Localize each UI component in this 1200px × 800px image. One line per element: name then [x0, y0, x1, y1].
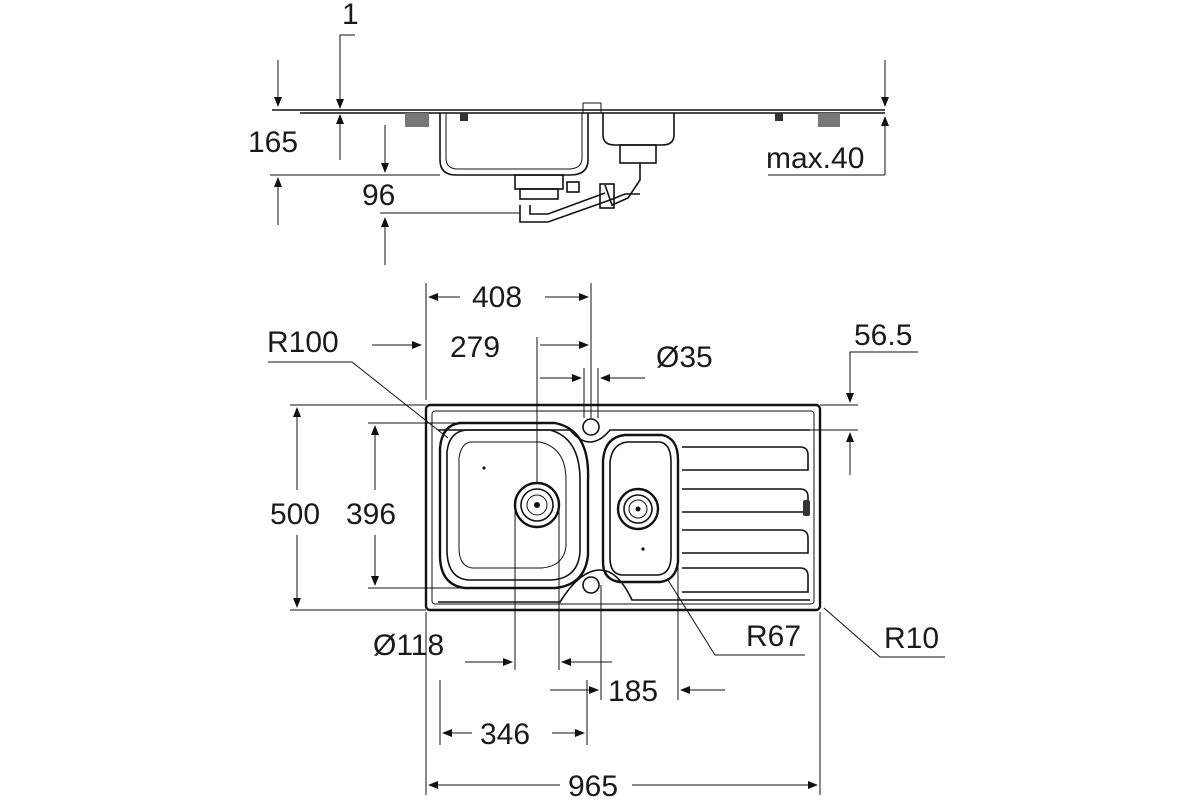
label-tap-offset: 56.5: [854, 319, 912, 352]
drainer-groove-4: [682, 567, 809, 593]
small-bowl-inner: [609, 441, 672, 576]
large-waste-body: [519, 188, 559, 200]
label-overall-width: 965: [568, 770, 618, 800]
label-outer-radius: R10: [884, 622, 939, 655]
small-bowl: [601, 433, 680, 584]
label-depth: 165: [248, 126, 298, 159]
large-bowl-floor: [458, 441, 567, 569]
pipe-coupling: [599, 183, 615, 209]
rim-top: [438, 429, 810, 443]
side-small-bowl: [602, 113, 675, 146]
label-small-bowl-radius: R67: [746, 620, 801, 653]
leader-sheet-thickness: [339, 34, 355, 95]
drainer-groove-1: [682, 446, 809, 471]
connector-pipe: [604, 163, 641, 207]
large-waste: [514, 174, 564, 190]
label-overall-depth: 500: [270, 498, 320, 531]
clip-bracket: [460, 113, 468, 121]
countertop-clip-left: [405, 113, 429, 127]
label-width-to-tap: 408: [472, 281, 522, 314]
drainer-groove-2: [682, 488, 809, 513]
countertop-clip-right: [818, 113, 840, 127]
drainer-stop: [803, 500, 810, 516]
overflow-hole: [582, 576, 600, 594]
leader-r100: [268, 361, 449, 439]
small-bowl-waste: [616, 487, 660, 531]
leader-r67: [667, 579, 805, 656]
overflow-coupling: [566, 181, 580, 193]
side-view: 1 165 96 max.40: [248, 0, 889, 265]
rim-bottom: [438, 569, 810, 603]
drain-pipe: [519, 193, 640, 223]
side-large-bowl-inner: [445, 113, 583, 170]
label-corner-radius-bowl: R100: [267, 326, 339, 359]
label-drain-offset: 96: [362, 179, 395, 212]
drainer-groove-3: [682, 529, 809, 554]
label-small-bowl-width: 185: [608, 675, 658, 708]
drain-pipe-inner: [529, 192, 606, 215]
label-tap-hole: Ø35: [656, 341, 713, 374]
sink-outline: [424, 403, 822, 612]
label-bowl-to-tap: 279: [450, 331, 500, 364]
label-bowl-width: 346: [480, 718, 530, 751]
large-bowl-inner: [446, 429, 581, 581]
small-waste: [619, 144, 657, 164]
top-view: 408 279 R100 Ø35 56.5 500 396: [267, 281, 945, 800]
sink-outline-inner: [431, 410, 815, 605]
side-large-bowl: [439, 113, 589, 176]
label-waste-diameter: Ø118: [373, 629, 444, 662]
large-bowl: [438, 421, 590, 590]
clip-bracket: [775, 113, 783, 121]
tap-fitting: [582, 102, 602, 114]
tap-hole: [582, 418, 600, 436]
label-max-countertop: max.40: [766, 142, 864, 175]
leader-r10: [823, 607, 945, 658]
label-sheet-thickness: 1: [342, 0, 359, 31]
label-bowl-depth: 396: [346, 498, 396, 531]
